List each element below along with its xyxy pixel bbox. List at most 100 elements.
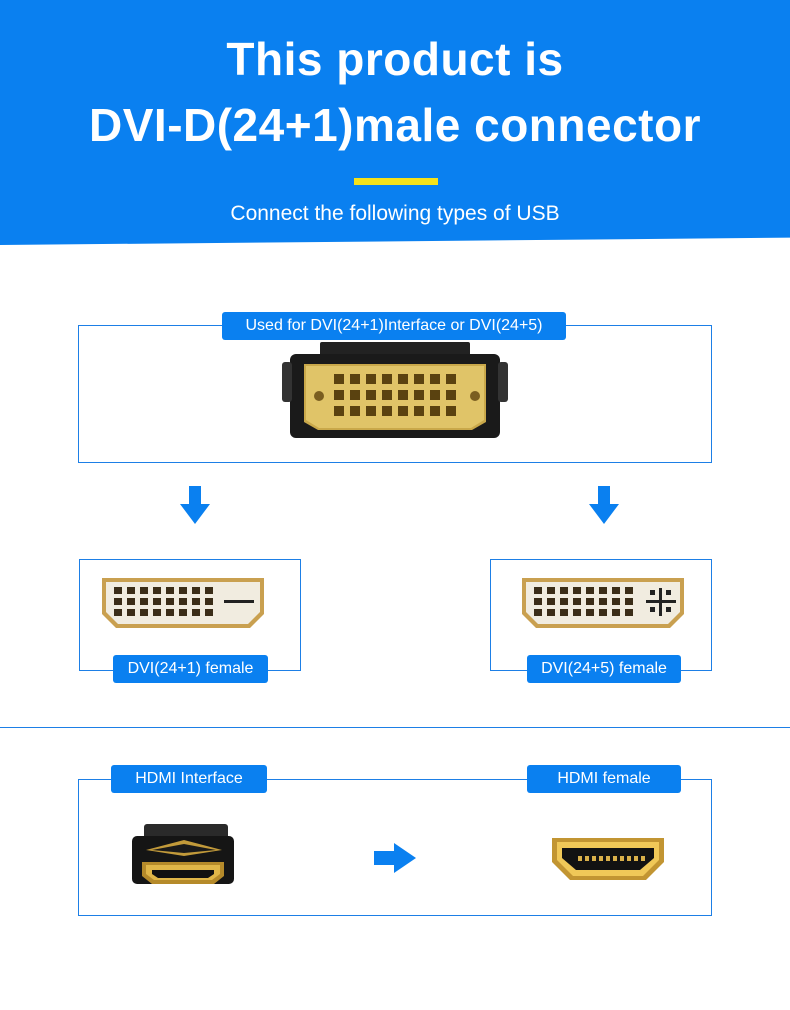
connector-pin [382, 406, 392, 416]
connector-pin [205, 598, 213, 605]
connector-pin [560, 587, 568, 594]
connector-pin [599, 856, 603, 861]
connector-pin [612, 609, 620, 616]
connector-pin [192, 587, 200, 594]
connector-pin [586, 587, 594, 594]
connector-pin [613, 856, 617, 861]
connector-pin [585, 856, 589, 861]
connector-pin [205, 609, 213, 616]
connector-pin [534, 598, 542, 605]
connector-pin [560, 598, 568, 605]
connector-pin [547, 609, 555, 616]
connector-pin [334, 374, 344, 384]
connector-pin [140, 609, 148, 616]
connector-pin [627, 856, 631, 861]
dvi-24-5-female-image [522, 578, 684, 628]
connector-pin [140, 598, 148, 605]
connector-pin [166, 598, 174, 605]
connector-pin [446, 406, 456, 416]
connector-pin [414, 374, 424, 384]
connector-pin [599, 587, 607, 594]
dvi-24-5-female-label: DVI(24+5) female [527, 655, 681, 683]
connector-pin [350, 390, 360, 400]
page-title-line2: DVI-D(24+1)male connector [89, 99, 701, 151]
connector-pin [599, 609, 607, 616]
connector-pin [547, 587, 555, 594]
connector-pin [127, 587, 135, 594]
connector-pin [414, 390, 424, 400]
hdmi-male-connector-image [132, 824, 234, 884]
connector-pin [592, 856, 596, 861]
connector-pin [127, 609, 135, 616]
dvi-source-label: Used for DVI(24+1)Interface or DVI(24+5) [222, 312, 566, 340]
connector-pin [350, 406, 360, 416]
hdmi-frame [78, 779, 712, 916]
hdmi-female-connector-image [552, 838, 664, 880]
connector-pin [192, 609, 200, 616]
connector-pin [114, 598, 122, 605]
section-divider [0, 727, 790, 728]
connector-pin [612, 587, 620, 594]
connector-pin [620, 856, 624, 861]
connector-pin [192, 598, 200, 605]
connector-pin [166, 587, 174, 594]
connector-pin [114, 609, 122, 616]
connector-pin [625, 587, 633, 594]
arrow-down-icon-right [589, 486, 619, 524]
arrow-right-icon [374, 843, 416, 873]
connector-pin [114, 587, 122, 594]
connector-pin [205, 587, 213, 594]
connector-pin [534, 587, 542, 594]
connector-pin [641, 856, 645, 861]
hdmi-target-label: HDMI female [527, 765, 681, 793]
connector-pin [586, 598, 594, 605]
connector-pin [430, 390, 440, 400]
connector-pin [573, 598, 581, 605]
arrow-down-icon-left [180, 486, 210, 524]
dvi-24-1-female-label: DVI(24+1) female [113, 655, 268, 683]
connector-pin [547, 598, 555, 605]
connector-pin [398, 390, 408, 400]
dvi-male-connector-image [282, 342, 508, 438]
connector-pin [153, 609, 161, 616]
connector-pin [625, 598, 633, 605]
dvi-24-1-female-image [102, 578, 264, 628]
connector-pin [414, 406, 424, 416]
connector-pin [573, 609, 581, 616]
connector-pin [398, 406, 408, 416]
header-banner [0, 0, 790, 245]
connector-pin [153, 598, 161, 605]
connector-pin [625, 609, 633, 616]
page-title-line1: This product is [226, 33, 564, 85]
connector-pin [634, 856, 638, 861]
connector-pin [382, 390, 392, 400]
connector-pin [446, 390, 456, 400]
connector-pin [560, 609, 568, 616]
connector-pin [334, 406, 344, 416]
page-subtitle: Connect the following types of USB [230, 202, 560, 225]
connector-pin [573, 587, 581, 594]
accent-bar [354, 178, 438, 185]
connector-pin [578, 856, 582, 861]
connector-pin [366, 374, 376, 384]
connector-pin [127, 598, 135, 605]
connector-pin [382, 374, 392, 384]
connector-pin [179, 587, 187, 594]
connector-pin [153, 587, 161, 594]
connector-pin [430, 374, 440, 384]
connector-pin [606, 856, 610, 861]
connector-pin [166, 609, 174, 616]
connector-pin [366, 406, 376, 416]
connector-pin [366, 390, 376, 400]
hdmi-source-label: HDMI Interface [111, 765, 267, 793]
connector-pin [398, 374, 408, 384]
connector-pin [140, 587, 148, 594]
connector-pin [430, 406, 440, 416]
connector-pin [586, 609, 594, 616]
connector-pin [446, 374, 456, 384]
connector-pin [612, 598, 620, 605]
connector-pin [179, 598, 187, 605]
connector-pin [350, 374, 360, 384]
connector-pin [334, 390, 344, 400]
connector-pin [534, 609, 542, 616]
